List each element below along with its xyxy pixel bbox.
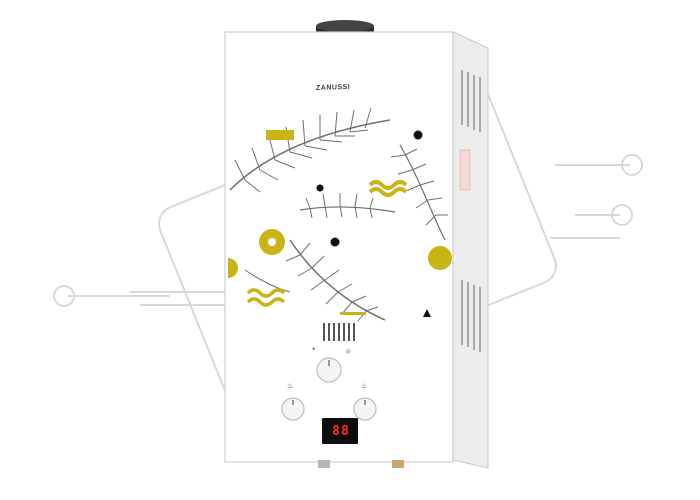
knob-marker-icons: * ☼ ♨ ♨	[287, 346, 367, 390]
knob-left[interactable]	[281, 397, 305, 421]
vent-grille	[323, 323, 355, 341]
side-panel	[452, 31, 489, 469]
display-panel	[322, 418, 358, 444]
knob-top[interactable]	[316, 357, 342, 383]
temperature-display: 88	[332, 424, 350, 439]
snowflake-icon: *	[312, 346, 316, 354]
flame-icon-left: ♨	[287, 382, 293, 390]
black-accents	[316, 130, 431, 317]
brand-logo: ZANUSSI	[316, 83, 351, 93]
knob-right[interactable]	[353, 397, 377, 421]
bottom-fittings	[318, 460, 404, 468]
sun-icon: ☼	[345, 348, 351, 356]
heater-front	[224, 31, 454, 463]
leaf-print	[229, 107, 448, 322]
yellow-accents	[228, 130, 452, 315]
flame-icon-right: ♨	[361, 382, 367, 390]
